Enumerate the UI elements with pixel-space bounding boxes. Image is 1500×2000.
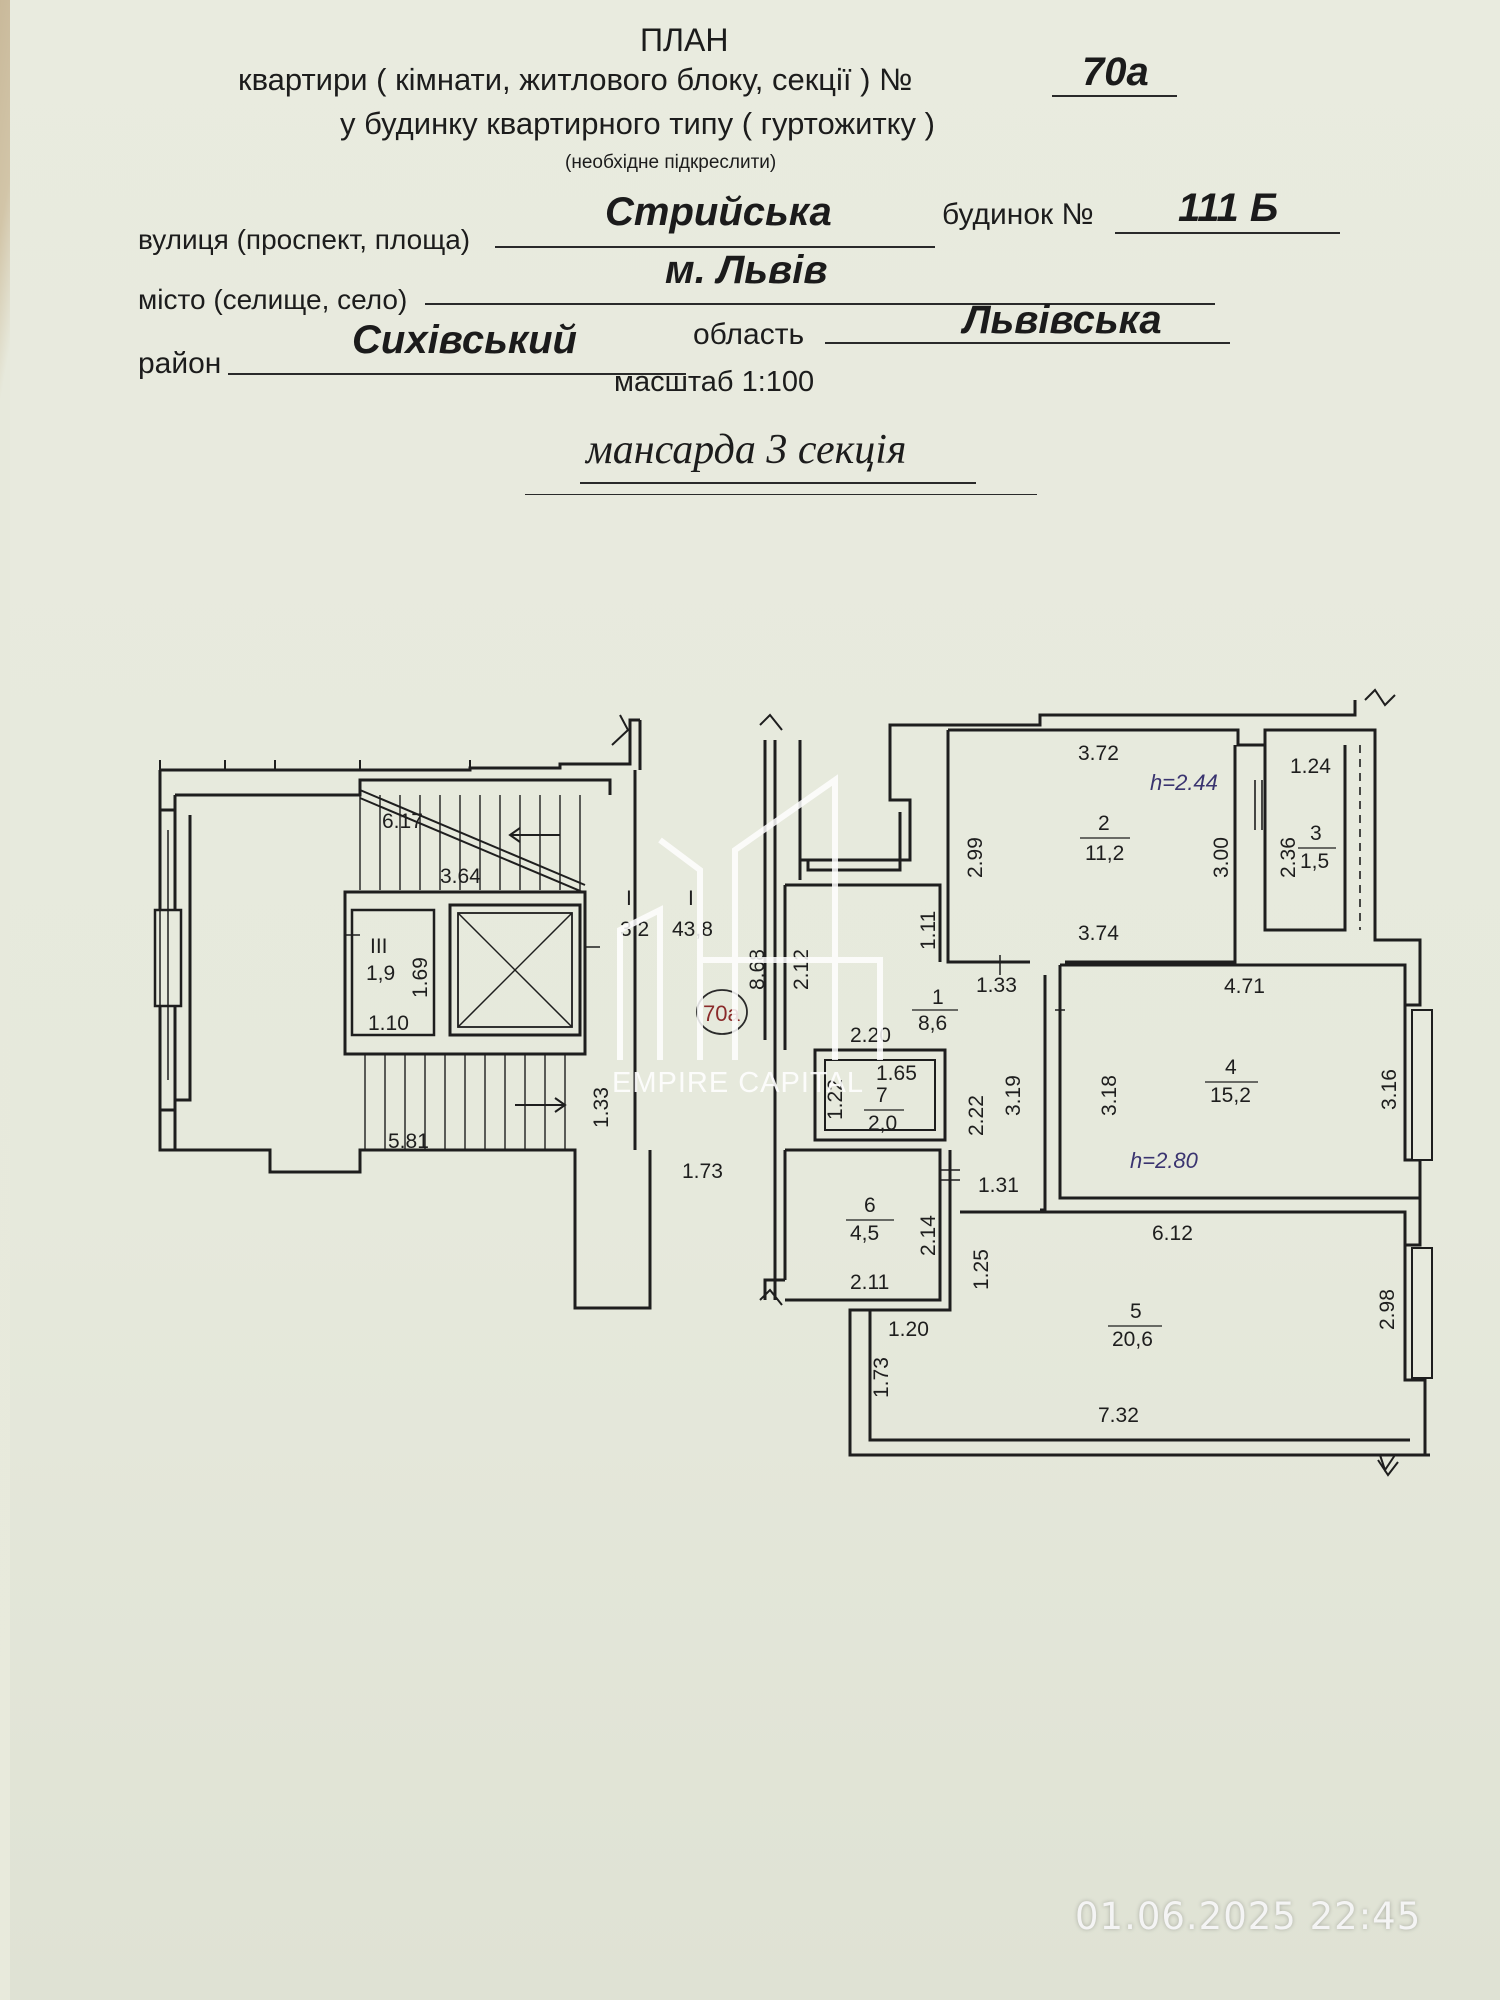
dim-r5-top-left: 1.20	[888, 1318, 929, 1341]
region-underline	[825, 342, 1230, 344]
dim-corridor-height: 8.68	[746, 949, 769, 990]
dim-r6-bottom: 2.11	[850, 1271, 889, 1294]
dim-r7-top: 2.20	[850, 1024, 891, 1047]
dim-r5-left-a: 1.25	[970, 1249, 993, 1290]
district-value: Сихівський	[352, 318, 577, 362]
dim-r1-left: 2.12	[790, 949, 813, 990]
room-5-window	[1411, 1247, 1433, 1379]
dim-r1-top: 1.11	[917, 911, 940, 950]
room-7-number: 7	[876, 1084, 888, 1107]
district-underline	[228, 373, 686, 375]
city-underline	[425, 303, 1215, 305]
document-sheet	[10, 0, 1500, 2000]
dim-r2-bottom: 3.74	[1078, 922, 1119, 945]
dim-r6-right: 2.14	[917, 1215, 940, 1256]
district-label: район	[138, 347, 222, 380]
room-5-number: 5	[1130, 1300, 1142, 1323]
room-i-number: I	[688, 887, 694, 910]
underline-note: (необхідне підкреслити)	[565, 152, 777, 173]
room-iii-height: 1.69	[409, 957, 432, 998]
floor-underline-2	[525, 494, 1037, 495]
dim-stair-bottom: 5.81	[388, 1130, 429, 1153]
room-4-area: 15,2	[1210, 1084, 1251, 1107]
room-1-number: 1	[932, 986, 944, 1009]
lift-shaft	[448, 903, 582, 1037]
apartment-upper-block	[798, 700, 1357, 880]
dim-r2-right: 3.00	[1210, 837, 1233, 878]
room-ii-number: II	[626, 887, 638, 910]
room-3-right	[1373, 740, 1422, 1007]
watermark-text: EMPIRE CAPITAL	[612, 1067, 864, 1099]
building-value: 111 Б	[1178, 186, 1279, 230]
dim-r3-left: 2.36	[1277, 837, 1300, 878]
room-4-window	[1411, 1009, 1433, 1161]
building-underline	[1115, 232, 1340, 234]
region-label: область	[693, 318, 805, 351]
dim-r1-bottom: 1.33	[976, 974, 1017, 997]
building-type-line: у будинку квартирного типу ( гуртожитку …	[340, 106, 935, 141]
room-1-area: 8,6	[918, 1012, 947, 1035]
room-2-area: 11,2	[1085, 842, 1124, 865]
dim-r4-left: 3.18	[1098, 1075, 1121, 1116]
room-3-area: 1,5	[1300, 850, 1329, 873]
dim-r4-right: 3.16	[1378, 1069, 1401, 1110]
apartment-number: 70а	[1082, 50, 1149, 94]
room-i-area: 43,8	[672, 918, 713, 941]
room-6-walls	[785, 1148, 1430, 1457]
street-label: вулиця (проспект, площа)	[138, 224, 471, 255]
scale-label: масштаб 1:100	[614, 366, 815, 398]
dim-r7-height: 1.22	[824, 1079, 847, 1120]
dim-r5-left: 1.73	[870, 1357, 893, 1398]
dim-r2-top: 3.72	[1078, 742, 1119, 765]
dim-r4-top: 4.71	[1224, 975, 1265, 998]
height-lower: h=2.80	[1130, 1148, 1199, 1173]
height-upper: h=2.44	[1150, 770, 1218, 795]
floor-underline-1	[580, 482, 976, 484]
dim-r7-width: 1.65	[876, 1062, 917, 1085]
stair-core	[343, 890, 587, 1056]
dim-r3-top: 1.24	[1290, 755, 1331, 778]
building-label: будинок №	[942, 198, 1094, 231]
city-value: м. Львів	[665, 248, 828, 292]
city-label: місто (селище, село)	[138, 284, 408, 315]
dim-r7-right: 2.22	[965, 1095, 988, 1136]
street-value: Стрийська	[605, 190, 832, 234]
room-2-number: 2	[1098, 812, 1110, 835]
dim-r5-right: 2.98	[1376, 1289, 1399, 1330]
dim-stair-mid: 3.64	[440, 865, 481, 888]
room-6-area: 4,5	[850, 1222, 879, 1245]
apartment-line: квартири ( кімнати, житлового блоку, сек…	[238, 62, 913, 97]
room-3-walls	[1263, 745, 1347, 932]
room-5-area: 20,6	[1112, 1328, 1153, 1351]
dim-r6-top-right: 1.31	[978, 1174, 1019, 1197]
region-value: Львівська	[963, 298, 1162, 342]
room-7-area: 2,0	[868, 1112, 897, 1135]
plan-title: ПЛАН	[640, 22, 729, 58]
room-4-number: 4	[1225, 1056, 1237, 1079]
street-underline	[495, 246, 935, 248]
apartment-wall-left	[763, 740, 785, 1300]
watermark-logo	[617, 774, 883, 1060]
dim-r1-right: 3.19	[1002, 1075, 1025, 1116]
dim-r5-bottom: 7.32	[1098, 1404, 1139, 1427]
room-iii-area: 1,9	[366, 962, 395, 985]
dim-stair-top: 6.17	[382, 810, 423, 833]
dim-r5-top: 6.12	[1152, 1222, 1193, 1245]
room-4-walls	[1040, 963, 1420, 1212]
stairwell-break	[611, 714, 630, 746]
corridor-left-wall	[633, 720, 652, 1308]
room-iii-outline	[350, 908, 436, 1037]
room-5-walls	[868, 1210, 1427, 1455]
dim-r2-left: 2.99	[964, 837, 987, 878]
apartment-underline	[1052, 95, 1177, 97]
room-6-number: 6	[864, 1194, 876, 1217]
floor-label: мансарда 3 секція	[586, 427, 907, 473]
room-3-number: 3	[1310, 822, 1322, 845]
dim-corridor-width: 1.73	[682, 1160, 723, 1183]
room-iii-width: 1.10	[368, 1012, 409, 1035]
photo-timestamp: 01.06.2025 22:45	[1075, 1895, 1422, 1938]
room-iii-number: III	[370, 935, 388, 958]
dim-stair-right: 1.33	[590, 1087, 613, 1128]
